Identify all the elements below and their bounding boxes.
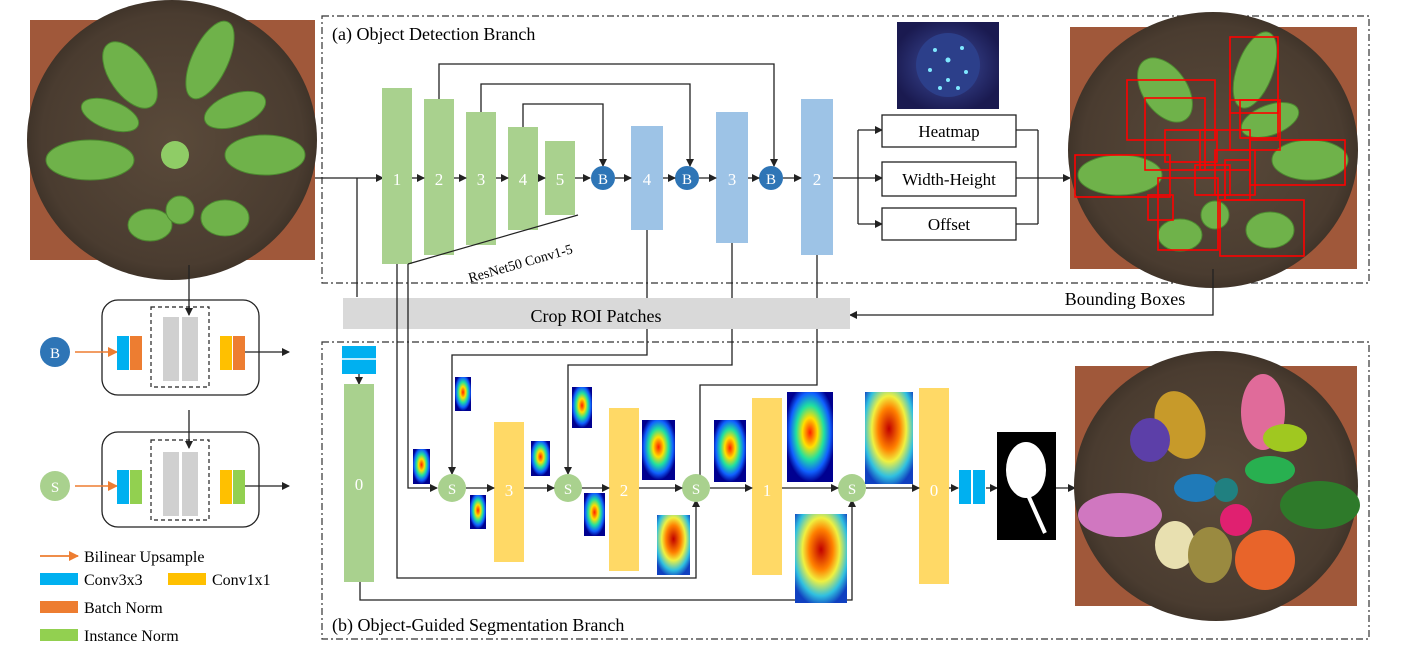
seg-merge-node-s2 [554,474,582,502]
crop-roi-bar [343,298,850,329]
encoder-block-4 [508,127,538,230]
seg-input-block-0 [344,384,374,582]
module-b-diagram [40,265,290,396]
encoder-label-5: 5 [556,170,565,189]
merge-node-b2 [675,166,699,190]
encoder-block-2 [424,99,454,255]
legend-bilinear-label: Bilinear Upsample [84,549,204,566]
segmentation-output-image [1074,351,1360,621]
legend-instancenorm-label: Instance Norm [84,628,179,645]
module-b-label: B [50,346,60,362]
merge-node-b3 [759,166,783,190]
seg-merge-label-s4: S [848,482,856,498]
decoder-block-4 [631,126,663,230]
encoder-block-3 [466,112,496,245]
decoder-label-2: 2 [813,170,822,189]
seg-label-0: 0 [930,481,939,500]
module-s-label: S [51,480,59,496]
decoder-block-3 [716,112,748,243]
input-plant-image [27,0,317,280]
heatmap-head-box [881,114,1017,148]
encoder-block-1 [382,88,412,264]
seg-input-label-0: 0 [355,475,364,494]
bounding-boxes-label: Bounding Boxes [1065,289,1186,309]
offset-head-box [881,207,1017,241]
seg-merge-node-s4 [838,474,866,502]
seg-label-1: 1 [763,481,772,500]
seg-block-1 [752,398,782,575]
detection-branch-title: (a) Object Detection Branch [332,24,535,45]
encoder-brace-label: ResNet50 Conv1-5 [467,242,575,286]
legend [40,551,206,641]
seg-final-conv-b [973,470,985,504]
encoder-label-1: 1 [393,170,402,189]
roi-heatmap-patches [413,377,913,603]
detection-output-image [1068,12,1358,288]
module-s-diagram [40,410,290,528]
binary-mask-output [997,432,1056,540]
seg-label-3: 3 [505,481,514,500]
encoder-brace [407,214,579,265]
seg-merge-label-s2: S [564,482,572,498]
merge-label-b2: B [682,172,692,188]
decoder-block-2 [801,99,833,255]
legend-conv3-label: Conv3x3 [84,572,143,589]
merge-node-b1 [591,166,615,190]
legend-conv1-swatch [168,573,206,585]
offset-head-label: Offset [928,215,970,234]
seg-merge-label-s3: S [692,482,700,498]
legend-conv1-label: Conv1x1 [212,572,271,589]
seg-merge-label-s1: S [448,482,456,498]
legend-conv3-swatch [40,573,78,585]
encoder-label-4: 4 [519,170,528,189]
crop-roi-label: Crop ROI Patches [531,306,662,326]
legend-batchnorm-label: Batch Norm [84,600,163,617]
seg-block-3 [494,422,524,562]
seg-block-2 [609,408,639,571]
seg-final-conv-a [959,470,971,504]
seg-input-conv [342,346,376,374]
merge-label-b1: B [598,172,608,188]
encoder-label-2: 2 [435,170,444,189]
seg-merge-node-s3 [682,474,710,502]
seg-merge-node-s1 [438,474,466,502]
heatmap-head-label: Heatmap [918,122,979,141]
decoder-label-3: 3 [728,170,737,189]
seg-block-0 [919,388,949,584]
legend-instancenorm-swatch [40,629,78,641]
width-height-head-label: Width-Height [902,170,996,189]
detection-branch-frame [321,15,1370,284]
encoder-label-3: 3 [477,170,486,189]
seg-label-2: 2 [620,481,629,500]
segmentation-branch-title: (b) Object-Guided Segmentation Branch [332,615,624,636]
width-height-head-box [881,161,1017,197]
segmentation-branch-frame [321,341,1370,640]
decoder-label-4: 4 [643,170,652,189]
heatmap-thumbnail [897,22,999,109]
legend-batchnorm-swatch [40,601,78,613]
merge-label-b3: B [766,172,776,188]
encoder-block-5 [545,141,575,215]
bbox-to-crop-arrow [849,269,1214,319]
